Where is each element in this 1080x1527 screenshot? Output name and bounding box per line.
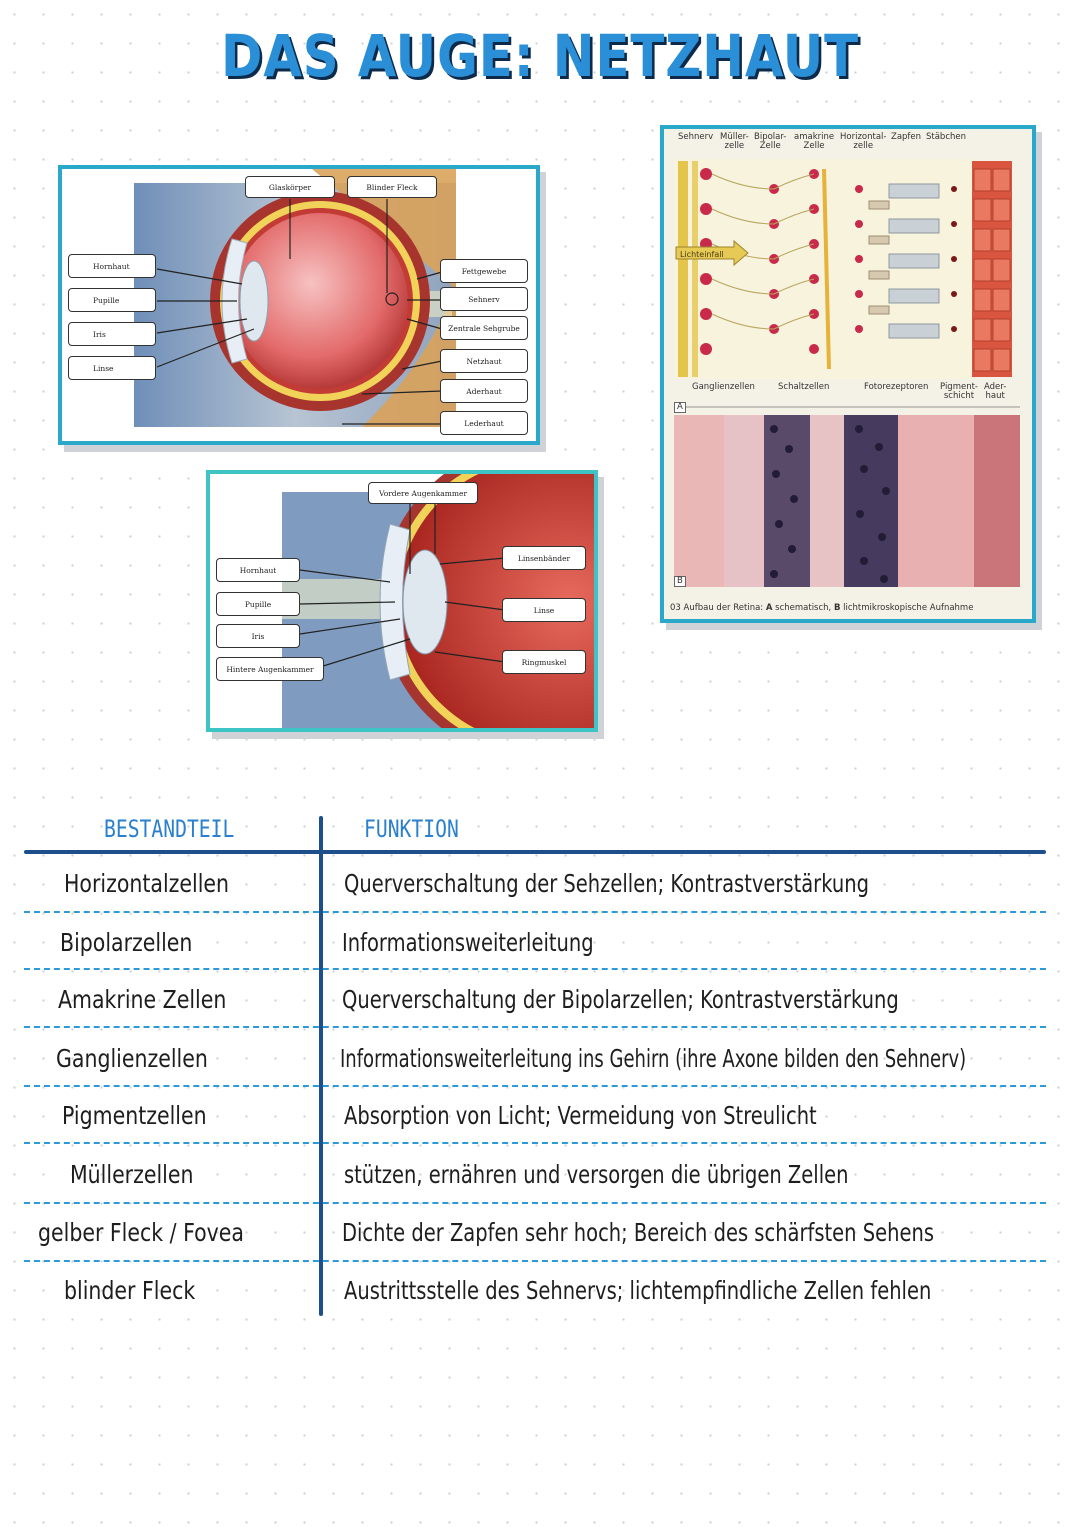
row-part: Müllerzellen xyxy=(70,1160,194,1189)
row-function: Informationsweiterleitung ins Gehirn (ih… xyxy=(340,1044,967,1073)
label-pupille-2: Pupille xyxy=(216,592,300,616)
row-part: Amakrine Zellen xyxy=(58,985,227,1014)
row-part: Pigmentzellen xyxy=(62,1101,207,1130)
row-function: stützen, ernähren und versorgen die übri… xyxy=(344,1160,849,1189)
caption-number: 03 xyxy=(670,603,681,613)
retina-label-horizontalzelle: Horizontal- zelle xyxy=(840,132,887,151)
table-header-bestandteil: BESTANDTEIL xyxy=(104,815,235,843)
caption-b: B xyxy=(833,603,841,613)
retina-marker-a: A xyxy=(674,402,686,413)
label-glaskoerper: Glaskörper xyxy=(245,176,335,198)
retina-label-amakrine: amakrine Zelle xyxy=(794,132,835,151)
table-header-funktion: FUNKTION xyxy=(364,815,459,843)
caption-a: A xyxy=(765,603,773,613)
label-netzhaut: Netzhaut xyxy=(440,349,528,373)
label-fettgewebe: Fettgewebe xyxy=(440,259,528,283)
retina-columns xyxy=(678,161,1012,377)
label-vordere-augenkammer: Vordere Augenkammer xyxy=(368,482,478,504)
row-function: Querverschaltung der Bipolarzellen; Kont… xyxy=(342,985,899,1014)
table-column-rule xyxy=(319,816,323,1316)
label-blinder-fleck: Blinder Fleck xyxy=(347,176,437,198)
row-divider xyxy=(24,1260,1046,1262)
retina-label-schaltzellen: Schaltzellen xyxy=(778,382,830,392)
retina-label-aderhaut: Ader- haut xyxy=(984,382,1007,401)
retina-caption: 03 Aufbau der Retina: A schematisch, B l… xyxy=(670,603,973,613)
label-ringmuskel: Ringmuskel xyxy=(502,650,586,674)
retina-label-muellerzelle: Müller- zelle xyxy=(720,132,749,151)
caption-middle: schematisch, xyxy=(775,603,832,613)
row-function: Absorption von Licht; Vermeidung von Str… xyxy=(344,1101,817,1130)
label-hintere-augenkammer: Hintere Augenkammer xyxy=(216,657,324,681)
retina-label-staebchen: Stäbchen xyxy=(926,132,967,142)
label-hornhaut-2: Hornhaut xyxy=(216,558,300,582)
label-sehnerv: Sehnerv xyxy=(440,287,528,311)
retina-label-pigmentschicht: Pigment- schicht xyxy=(940,382,978,401)
retina-label-sehnerv: Sehnerv xyxy=(678,132,714,142)
row-divider xyxy=(24,1142,1046,1144)
eye-diagram xyxy=(134,169,456,427)
row-divider xyxy=(24,1202,1046,1204)
row-function: Dichte der Zapfen sehr hoch; Bereich des… xyxy=(342,1218,934,1247)
row-divider xyxy=(24,1085,1046,1087)
label-lederhaut: Lederhaut xyxy=(440,411,528,435)
row-divider xyxy=(24,911,1046,913)
retina-label-bipolarzelle: Bipolar- Zelle xyxy=(754,132,787,151)
retina-diagram-card: Sehnerv Müller- zelle Bipolar- Zelle ama… xyxy=(660,125,1036,623)
row-function: Informationsweiterleitung xyxy=(342,928,594,957)
row-part: Bipolarzellen xyxy=(60,928,193,957)
table-header-rule xyxy=(24,850,1046,854)
row-part: blinder Fleck xyxy=(64,1276,196,1305)
label-aderhaut: Aderhaut xyxy=(440,379,528,403)
label-iris-2: Iris xyxy=(216,624,300,648)
row-function: Austrittsstelle des Sehnervs; lichtempfi… xyxy=(344,1276,932,1305)
retina-label-zapfen: Zapfen xyxy=(891,132,922,142)
caption-prefix: Aufbau der Retina: xyxy=(683,603,764,613)
label-iris: Iris xyxy=(68,322,156,346)
row-part: Ganglienzellen xyxy=(56,1044,208,1073)
page-title: DAS AUGE: NETZHAUT xyxy=(220,22,860,90)
retina-label-fotorezeptoren: Fotorezeptoren xyxy=(864,382,929,392)
retina-marker-b: B xyxy=(674,576,686,587)
retina-diagram xyxy=(664,129,1032,619)
eye-diagram-card: Glaskörper Blinder Fleck Hornhaut Pupill… xyxy=(58,165,540,445)
retina-label-ganglienzellen: Ganglienzellen xyxy=(692,382,755,392)
row-divider xyxy=(24,1026,1046,1028)
label-linse-2: Linse xyxy=(502,598,586,622)
label-hornhaut: Hornhaut xyxy=(68,254,156,278)
label-linsenbaender: Linsenbänder xyxy=(502,546,586,570)
row-divider xyxy=(24,968,1046,970)
label-pupille: Pupille xyxy=(68,288,156,312)
row-function: Querverschaltung der Sehzellen; Kontrast… xyxy=(344,869,869,898)
label-linse: Linse xyxy=(68,356,156,380)
label-zentrale-sehgrube: Zentrale Sehgrube xyxy=(440,316,528,340)
caption-suffix: lichtmikroskopische Aufnahme xyxy=(843,603,974,613)
anterior-eye-diagram-card: Vordere Augenkammer Hornhaut Pupille Iri… xyxy=(206,470,598,732)
row-part: Horizontalzellen xyxy=(64,869,230,898)
row-part: gelber Fleck / Fovea xyxy=(38,1218,244,1247)
retina-label-lichteinfall: Lichteinfall xyxy=(680,250,724,259)
